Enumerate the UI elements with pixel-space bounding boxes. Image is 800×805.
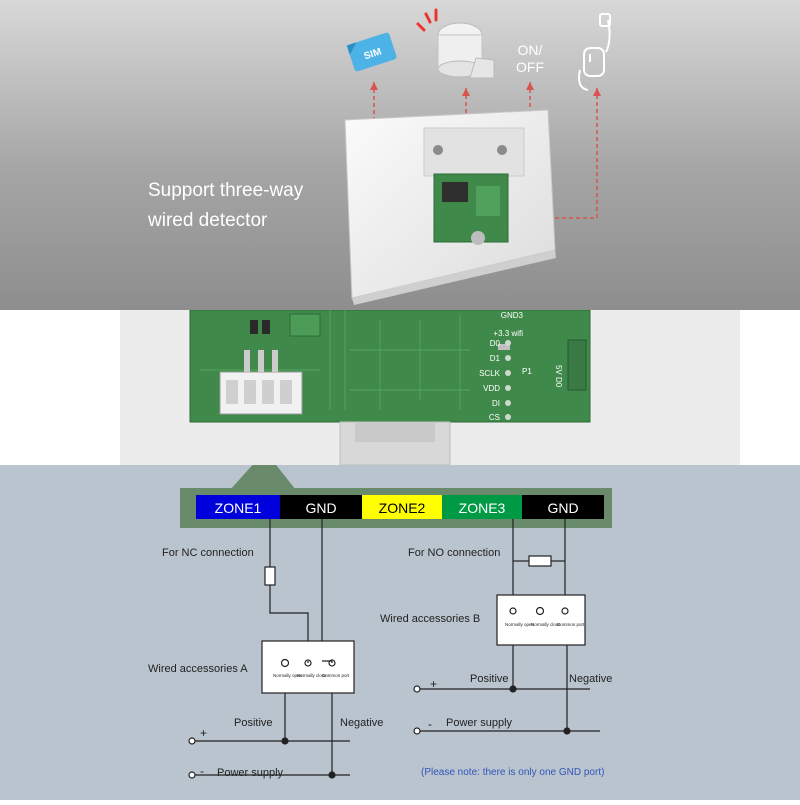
headline-line2: wired detector — [147, 210, 268, 231]
device-a-label: Wired accessories A — [148, 663, 248, 675]
device-b-terminal-common: Common port — [557, 622, 585, 627]
gnd2-label: GND — [547, 500, 578, 516]
gnd1-label: GND — [305, 500, 336, 516]
svg-text:D1: D1 — [490, 354, 501, 363]
device-a-box — [261, 640, 355, 694]
zone3-label: ZONE3 — [459, 500, 506, 516]
no-circuit — [413, 519, 600, 735]
no-minus-sign: - — [428, 717, 432, 731]
zone1-cell — [196, 495, 280, 519]
no-plus-sign: + — [430, 677, 437, 691]
zone3-cell — [442, 495, 522, 519]
svg-text:VDD: VDD — [483, 384, 500, 393]
pcb-part-label: P1 — [522, 367, 532, 376]
device-a-terminal-common: Common port — [322, 673, 350, 678]
no-positive-label: Positive — [470, 673, 509, 685]
wiring-diagram-section: ZONE1 GND ZONE2 ZONE3 GND — [0, 451, 800, 800]
pcb-pin-labels: GND3 +3.3 wifi D0 D1 SCLK VDD DI CS — [479, 311, 523, 422]
sim-label: SIM — [363, 46, 383, 62]
pcb-closeup-section: GND3 +3.3 wifi D0 D1 SCLK VDD DI CS P1 5… — [0, 309, 800, 466]
svg-text:SCLK: SCLK — [479, 369, 501, 378]
onoff-line1: ON/ — [518, 42, 543, 58]
leader-wedge — [230, 451, 296, 490]
terminal-strip: ZONE1 GND ZONE2 ZONE3 GND — [196, 495, 604, 519]
svg-text:DI: DI — [492, 399, 500, 408]
onoff-line2: OFF — [516, 59, 544, 75]
no-power-label: Power supply — [446, 717, 513, 729]
svg-text:GND3: GND3 — [501, 311, 524, 320]
svg-text:+3.3 wifi: +3.3 wifi — [493, 329, 523, 338]
svg-text:CS: CS — [489, 413, 500, 422]
nc-negative-label: Negative — [340, 717, 383, 729]
nc-plus-sign: + — [200, 726, 207, 740]
no-negative-label: Negative — [569, 673, 612, 685]
product-overview-section: SIM ON/ OFF — [0, 0, 800, 310]
device-b-label: Wired accessories B — [380, 613, 480, 625]
gnd2-cell — [522, 495, 604, 519]
wired-switch-icon — [578, 13, 611, 91]
gnd-note: (Please note: there is only one GND port… — [421, 767, 604, 778]
product-overview-illustration: SIM ON/ OFF — [0, 0, 800, 310]
nc-circuit — [188, 519, 355, 779]
device-a-terminal-nc: Normally close — [297, 673, 327, 678]
zone2-label: ZONE2 — [379, 500, 426, 516]
nc-power-label: Power supply — [217, 767, 284, 779]
device-b-terminal-nc: Normally close — [531, 622, 561, 627]
nc-positive-label: Positive — [234, 717, 273, 729]
device-a-terminal-no: Normally open — [273, 673, 303, 678]
siren-icon — [416, 8, 495, 79]
pcb-side-label: 5V D0 — [554, 365, 563, 388]
svg-text:D0: D0 — [490, 339, 501, 348]
pcb-closeup-illustration: GND3 +3.3 wifi D0 D1 SCLK VDD DI CS P1 5… — [0, 309, 800, 466]
wiring-diagram: ZONE1 GND ZONE2 ZONE3 GND — [148, 451, 612, 779]
nc-minus-sign: - — [200, 764, 204, 778]
pcb-components — [250, 313, 587, 391]
sim-card-icon: SIM — [346, 32, 397, 72]
headline-line1: Support three-way — [148, 180, 304, 201]
gnd1-cell — [280, 495, 362, 519]
device-b-terminal-no: Normally open — [505, 622, 535, 627]
nc-connection-label: For NC connection — [162, 547, 254, 559]
zone2-cell — [362, 495, 442, 519]
device-b-box — [496, 594, 586, 646]
no-connection-label: For NO connection — [408, 547, 500, 559]
alarm-panel-back — [344, 109, 556, 305]
zone1-label: ZONE1 — [215, 500, 262, 516]
terminal-connector — [219, 350, 303, 415]
